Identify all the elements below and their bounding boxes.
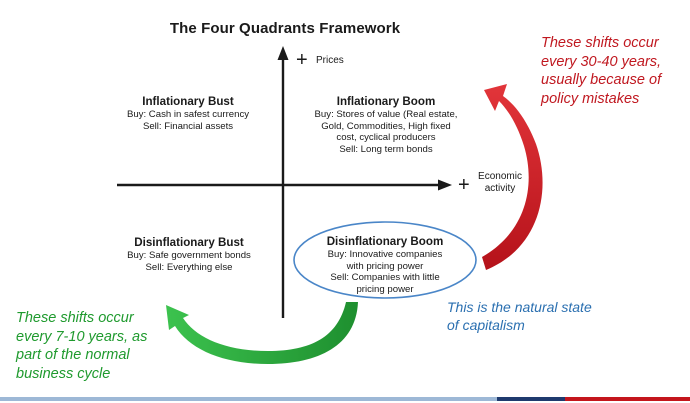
- note-line: business cycle: [16, 365, 111, 382]
- quadrant-line: Gold, Commodities, High fixed: [321, 120, 451, 132]
- quadrant-line: Buy: Stores of value (Real estate,: [314, 109, 458, 120]
- quadrant-title: Disinflationary Bust: [134, 236, 244, 249]
- note-line: part of the normal: [16, 347, 130, 363]
- quadrant-line: Buy: Innovative companies: [327, 249, 443, 260]
- quadrant-line: Sell: Companies with little: [330, 272, 440, 284]
- quadrant-inflationary-boom: Inflationary Boom Buy: Stores of value (…: [296, 95, 476, 155]
- y-axis-label: Prices: [316, 55, 344, 66]
- x-axis-label-line2: activity: [484, 183, 516, 194]
- y-axis-plus: +: [296, 49, 308, 71]
- quadrant-line: Sell: Everything else: [145, 261, 233, 273]
- note-line: These shifts occur: [541, 35, 659, 51]
- footer-bar-light: [0, 397, 497, 401]
- note-line: every 7-10 years, as: [16, 328, 148, 345]
- quadrant-line: Buy: Safe government bonds: [127, 250, 251, 261]
- quadrant-inflationary-bust: Inflationary Bust Buy: Cash in safest cu…: [103, 95, 273, 132]
- red-shift-arrow: [482, 84, 543, 270]
- note-line: usually because of: [541, 72, 662, 88]
- green-arrow-note: These shifts occur every 7-10 years, as …: [16, 309, 166, 383]
- quadrant-title: Inflationary Bust: [142, 95, 234, 108]
- x-axis-label-line1: Economic: [478, 171, 522, 182]
- quadrant-line: cost, cyclical producers: [336, 132, 436, 144]
- footer-bar-red: [565, 397, 690, 401]
- quadrant-line: pricing power: [356, 283, 414, 295]
- ellipse-note: This is the natural state of capitalism: [447, 298, 647, 334]
- vertical-axis-arrowhead: [277, 46, 289, 60]
- note-line: every 30-40 years,: [541, 53, 662, 70]
- note-line: This is the natural state: [447, 299, 592, 315]
- quadrant-disinflationary-bust: Disinflationary Bust Buy: Safe governmen…: [100, 236, 278, 273]
- x-axis-plus: +: [458, 174, 470, 196]
- green-shift-arrow: [166, 302, 358, 364]
- horizontal-axis-arrowhead: [438, 179, 452, 191]
- note-line: of capitalism: [447, 317, 525, 333]
- red-arrow-note: These shifts occur every 30-40 years, us…: [541, 34, 687, 108]
- footer-bar-navy: [497, 397, 565, 401]
- note-line: policy mistakes: [541, 90, 640, 107]
- quadrant-line: Sell: Financial assets: [142, 120, 234, 132]
- quadrant-disinflationary-boom: Disinflationary Boom Buy: Innovative com…: [303, 235, 467, 295]
- quadrant-line: Sell: Long term bonds: [339, 143, 433, 155]
- x-axis-label: Economic activity: [475, 171, 525, 195]
- quadrant-line: Buy: Cash in safest currency: [126, 109, 250, 120]
- page-title: The Four Quadrants Framework: [169, 20, 401, 37]
- quadrant-title: Inflationary Boom: [336, 95, 436, 108]
- note-line: These shifts occur: [16, 310, 134, 326]
- quadrant-title: Disinflationary Boom: [326, 235, 444, 248]
- quadrant-line: with pricing power: [346, 260, 424, 272]
- disinflationary-boom-ellipse: [293, 221, 477, 299]
